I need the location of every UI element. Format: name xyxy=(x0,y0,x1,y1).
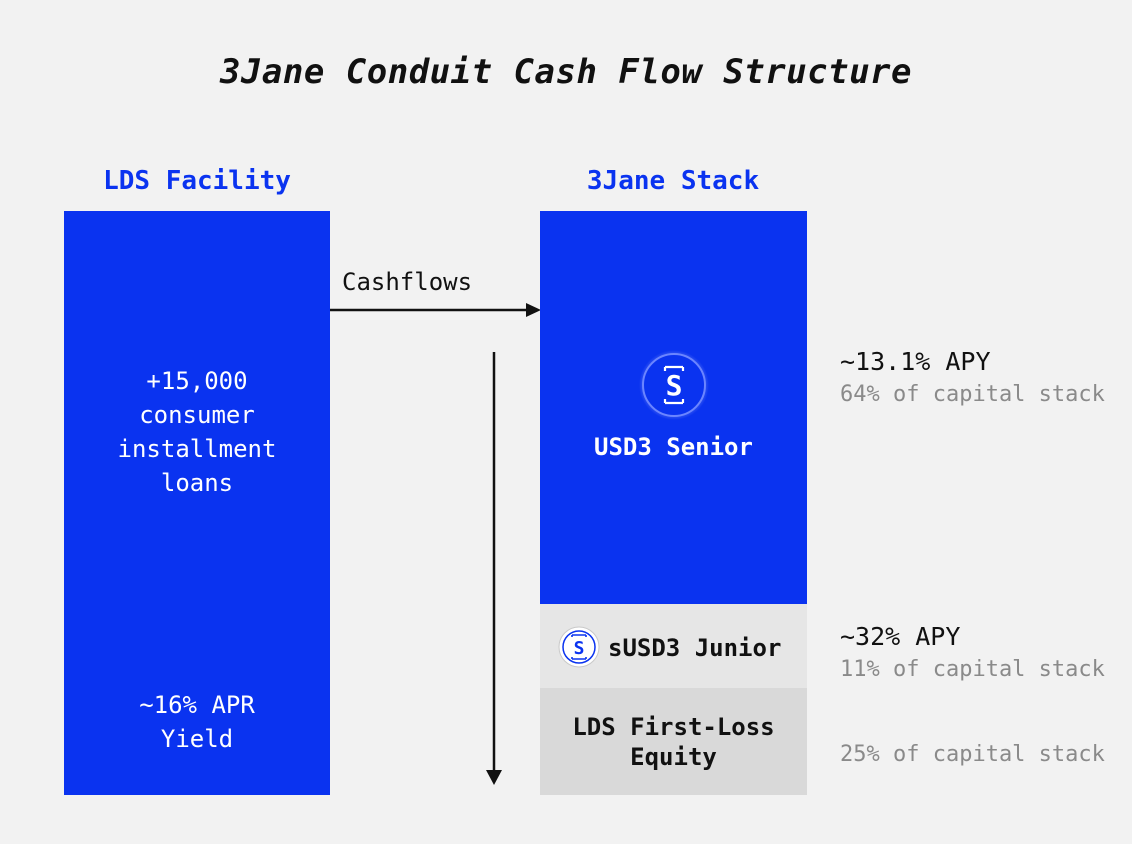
first-loss-label: LDS First-Loss Equity xyxy=(540,712,807,772)
loans-line: +15,000 xyxy=(146,367,248,395)
loans-line: installment xyxy=(117,435,277,463)
loans-line: consumer xyxy=(139,401,255,429)
junior-apy: ~32% APY xyxy=(840,622,961,651)
first-loss-line: LDS First-Loss xyxy=(572,713,775,741)
yield-line: Yield xyxy=(160,725,234,753)
senior-capital-share: 64% of capital stack xyxy=(840,382,1105,407)
loans-text: +15,000 consumer installment loans xyxy=(64,364,330,500)
lds-facility-box: +15,000 consumer installment loans ~16% … xyxy=(64,211,330,795)
senior-apy: ~13.1% APY xyxy=(840,347,991,376)
usd3-coin-icon: S xyxy=(639,350,709,420)
arrow-down-icon xyxy=(486,352,502,785)
arrow-right-icon xyxy=(330,303,541,317)
susd3-coin-icon: S xyxy=(558,626,600,668)
diagram-title: 3Jane Conduit Cash Flow Structure xyxy=(219,52,912,92)
first-loss-line: Equity xyxy=(630,743,717,771)
svg-text:S: S xyxy=(666,369,683,402)
yield-text: ~16% APR Yield xyxy=(64,688,330,756)
usd3-senior-box: S USD3 Senior xyxy=(540,211,807,604)
loans-line: loans xyxy=(160,469,234,497)
susd3-junior-label: sUSD3 Junior xyxy=(608,634,782,662)
first-loss-equity-box: LDS First-Loss Equity xyxy=(540,688,807,795)
junior-capital-share: 11% of capital stack xyxy=(840,657,1105,682)
svg-text:S: S xyxy=(574,638,585,659)
3jane-stack-heading: 3Jane Stack xyxy=(586,166,760,196)
usd3-senior-label: USD3 Senior xyxy=(594,433,753,461)
yield-line: ~16% APR xyxy=(139,691,255,719)
equity-capital-share: 25% of capital stack xyxy=(840,742,1105,767)
susd3-junior-box: S sUSD3 Junior xyxy=(540,604,807,688)
lds-facility-heading: LDS Facility xyxy=(103,166,291,196)
cashflows-label: Cashflows xyxy=(342,268,473,296)
